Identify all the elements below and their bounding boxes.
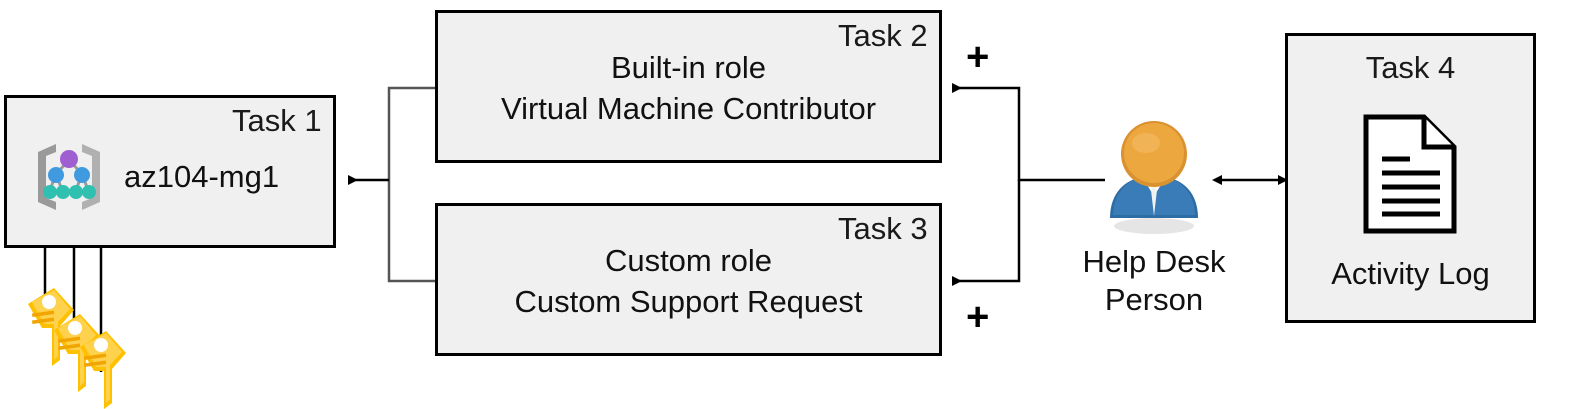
task3-line2: Custom Support Request — [514, 284, 863, 319]
task4-label: Activity Log — [1331, 256, 1490, 291]
person-caption-line1: Help Desk — [1082, 244, 1226, 279]
task3-line1: Custom role — [604, 243, 773, 278]
task3-box[interactable] — [435, 203, 942, 356]
task3-tag: Task 3 — [838, 211, 928, 246]
user-person-icon — [1102, 118, 1206, 236]
arrow-person-to-task3 — [952, 180, 1021, 286]
person-caption-line2: Person — [1104, 282, 1204, 317]
plus-sign-top: + — [966, 35, 990, 79]
task2-line1: Built-in role — [610, 50, 767, 85]
arrow-person-to-task2 — [952, 83, 1105, 182]
arrow-roles-to-mg — [348, 86, 435, 283]
document-log-icon — [1362, 113, 1458, 235]
task4-tag: Task 4 — [1365, 50, 1456, 85]
task2-line2: Virtual Machine Contributor — [500, 91, 877, 126]
keys-icon — [18, 282, 133, 409]
task2-box[interactable] — [435, 10, 942, 163]
plus-sign-bottom: + — [966, 295, 990, 339]
task1-tag: Task 1 — [232, 103, 322, 138]
task1-label: az104-mg1 — [124, 159, 280, 194]
management-group-icon — [28, 138, 110, 216]
task2-tag: Task 2 — [838, 18, 928, 53]
